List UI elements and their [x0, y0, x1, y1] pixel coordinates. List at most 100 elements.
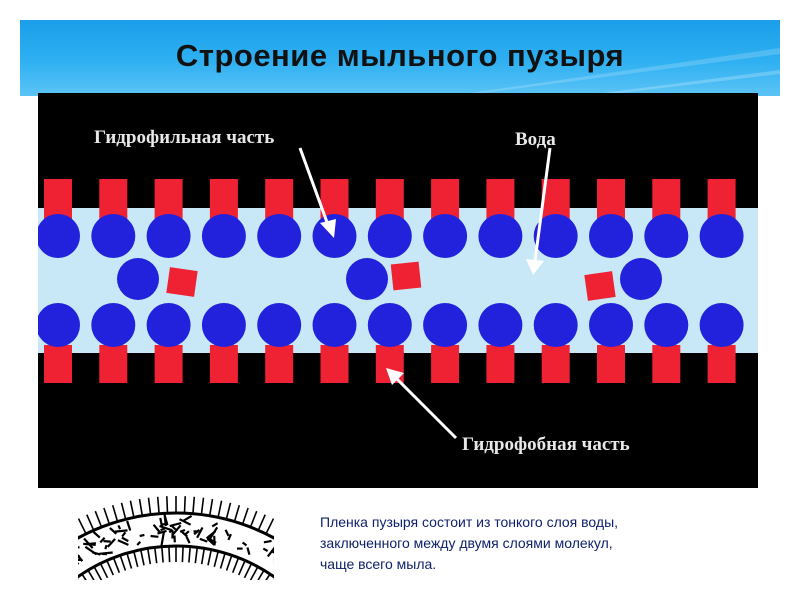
tail	[486, 345, 515, 383]
bristle	[168, 546, 171, 563]
caption: Пленка пузыря состоит из тонкого слоя во…	[320, 512, 780, 575]
molecule-mark	[180, 530, 188, 538]
bristle	[147, 497, 152, 515]
water-arrowhead	[526, 259, 544, 275]
bristle	[81, 573, 87, 580]
tail	[431, 345, 460, 383]
molecule-mark	[99, 537, 106, 544]
head	[478, 303, 523, 347]
water-arrow	[533, 147, 552, 262]
bristle	[78, 518, 87, 535]
head	[699, 303, 744, 347]
bristle	[249, 510, 258, 528]
hydrophobic-arrowhead	[386, 368, 404, 385]
free-molecules	[117, 258, 662, 301]
tail	[44, 179, 72, 219]
tail	[320, 179, 349, 219]
bristle	[237, 560, 246, 576]
bottom-heads-row	[38, 303, 744, 347]
head	[117, 258, 159, 300]
head	[533, 214, 578, 258]
tail	[375, 179, 404, 219]
bristle	[93, 566, 103, 580]
head	[257, 303, 302, 347]
water-label: Вода	[515, 129, 556, 150]
head	[201, 214, 246, 258]
head	[38, 214, 80, 258]
hydrophilic-label: Гидрофильная часть	[94, 127, 274, 148]
tail	[541, 345, 570, 383]
slide-title: Строение мыльного пузыря	[175, 38, 625, 73]
molecule-mark	[227, 533, 232, 541]
molecule-mark	[92, 531, 101, 539]
bristle	[161, 546, 164, 563]
tail	[652, 345, 681, 383]
head	[91, 214, 136, 258]
molecule-mark	[272, 548, 274, 554]
bristle	[106, 560, 115, 576]
tail	[584, 271, 616, 301]
molecule-mark	[224, 529, 230, 537]
bristle	[103, 507, 111, 525]
bristle	[233, 504, 241, 522]
bristle	[156, 496, 160, 514]
bristle	[194, 547, 199, 564]
molecule-mark	[182, 514, 193, 523]
bristle	[207, 549, 213, 566]
molecule-mark	[171, 525, 177, 531]
tail	[431, 179, 460, 219]
bristle	[200, 497, 205, 515]
tail	[99, 345, 128, 383]
bristle	[153, 547, 158, 564]
molecule-mark	[162, 512, 169, 526]
molecule-mark	[185, 536, 191, 544]
tail	[44, 345, 72, 383]
title-banner	[20, 20, 780, 96]
bristle	[219, 552, 226, 569]
bristle	[99, 563, 109, 579]
molecule-mark	[157, 529, 167, 535]
head	[620, 258, 662, 300]
molecule-mark	[104, 544, 108, 550]
bristle	[146, 548, 152, 565]
bristle	[257, 514, 266, 531]
head	[699, 214, 744, 258]
arrows	[298, 147, 552, 440]
head	[312, 303, 357, 347]
hydrophobic-arrow	[394, 376, 458, 440]
head	[533, 303, 578, 347]
molecule-mark	[103, 540, 111, 543]
tail	[154, 345, 183, 383]
molecule-mark	[91, 551, 101, 556]
molecule-mark	[106, 538, 116, 548]
bristle	[183, 496, 186, 514]
bristle	[129, 500, 135, 518]
molecule-mark	[159, 524, 173, 532]
molecule-mark	[78, 546, 80, 549]
head	[478, 214, 523, 258]
bristle	[217, 500, 223, 518]
hydrophobic-label: Гидрофобная часть	[462, 434, 630, 455]
tail	[99, 179, 128, 219]
molecule-mark	[150, 534, 159, 538]
molecule-mark	[246, 547, 251, 555]
head	[367, 303, 412, 347]
molecule-mark	[266, 546, 274, 558]
bristle	[94, 510, 103, 528]
bristle	[139, 549, 145, 566]
bristle	[112, 557, 121, 573]
bristle	[249, 566, 259, 580]
molecule-mark	[152, 524, 162, 534]
soap-film-diagram: Гидрофильная часть Вода Гидрофобная част…	[38, 93, 758, 488]
top-heads-row	[38, 214, 744, 258]
molecule-mark	[206, 536, 217, 544]
bristle	[86, 514, 95, 531]
tail	[154, 179, 183, 219]
head	[257, 214, 302, 258]
head	[644, 303, 689, 347]
molecule-mark	[85, 542, 97, 546]
bristle	[225, 555, 233, 571]
molecule-mark	[121, 531, 127, 538]
bristle	[138, 498, 144, 516]
molecule-mark	[121, 536, 129, 543]
